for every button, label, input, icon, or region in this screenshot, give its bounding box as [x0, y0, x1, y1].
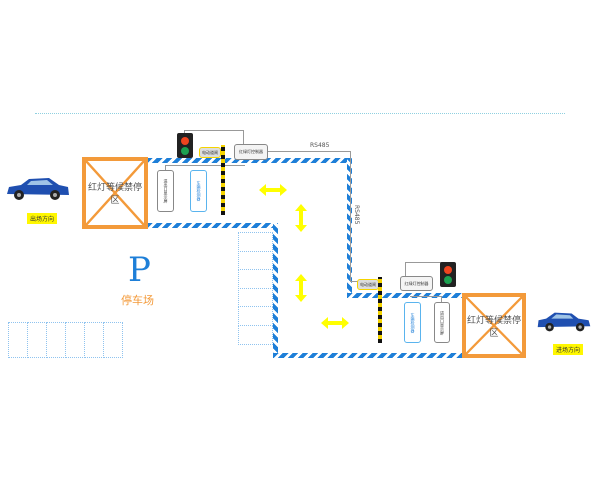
top-divider	[35, 113, 565, 114]
lane-border	[347, 158, 352, 298]
barrier-box-lower: 电动道闸	[357, 279, 379, 290]
double-arrow-vertical-icon	[295, 204, 307, 232]
wait-zone-right: 红灯等候禁停区	[462, 293, 526, 358]
detector-lower: 车辆检测器	[404, 302, 421, 343]
traffic-light-lower	[440, 262, 456, 287]
lane-border	[273, 353, 462, 358]
car-icon-right	[537, 312, 591, 332]
barrier-box-upper: 电动道闸	[199, 147, 221, 158]
traffic-light-upper	[177, 133, 193, 158]
wait-zone-left: 红灯等候禁停区	[82, 157, 148, 229]
exit-direction-label: 出场方向	[27, 213, 58, 224]
parking-symbol: P	[128, 250, 151, 290]
display-upper: 进出口显示屏	[157, 170, 174, 212]
detector-upper: 车辆检测器	[190, 170, 207, 212]
double-arrow-horizontal-icon	[259, 184, 287, 196]
barrier-arm-lower	[378, 277, 382, 343]
car-icon-left	[7, 178, 69, 200]
rs485-label-vertical: RS485	[353, 205, 360, 225]
barrier-arm-upper	[221, 145, 225, 215]
display-lower: 进出口显示屏	[434, 302, 450, 343]
double-arrow-vertical-icon	[295, 274, 307, 302]
controller-lower: 红绿灯控制器	[400, 276, 433, 291]
lane-border	[347, 293, 462, 298]
entry-direction-label: 进场方向	[553, 344, 584, 355]
controller-upper: 红绿灯控制器	[234, 144, 268, 160]
double-arrow-horizontal-icon	[321, 317, 349, 329]
rs485-label: RS485	[310, 142, 330, 149]
lane-border	[273, 223, 278, 358]
lane-border	[147, 223, 278, 228]
lane-border	[147, 158, 352, 163]
parking-lot-label: 停车场	[121, 294, 154, 307]
